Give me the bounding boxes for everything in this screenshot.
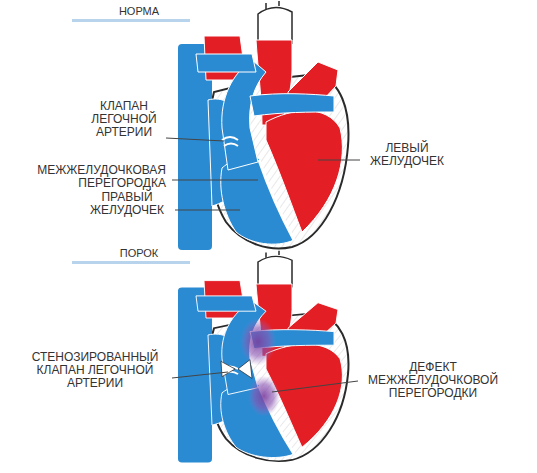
section-heading: НОРМА [119,5,159,18]
section-heading: ПОРОК [120,247,159,260]
leader-lines [166,138,360,392]
part-label: МЕЖЖЕЛУДОЧКОВАЯ ПЕРЕГОРОДКА [37,164,166,190]
leader-line [166,138,224,141]
part-label: СТЕНОЗИРОВАННЫЙ КЛАПАН ЛЕГОЧНОЙ АРТЕРИИ [32,351,159,390]
heading-bar [72,261,190,264]
septal-defect [248,376,280,417]
leader-line [172,180,258,181]
leader-line [272,381,358,392]
normal-heart [178,1,348,250]
part-label: ДЕФЕКТ МЕЖЖЕЛУДОЧКОВОЙ ПЕРЕГОРОДКИ [368,361,498,400]
part-label: ЛЕВЫЙ ЖЕЛУДОЧЕК [370,142,444,168]
part-label: КЛАПАН ЛЕГОЧНОЙ АРТЕРИИ [91,100,156,139]
leader-line [318,160,360,161]
leader-line [172,372,228,378]
stenosis-mark [221,361,235,376]
mixed-blood [240,318,276,366]
defect-heart-base [178,251,348,463]
leader-line [175,210,240,211]
part-label: ПРАВЫЙ ЖЕЛУДОЧЕК [90,191,164,217]
heading-bar [72,19,190,22]
defect-heart [178,251,348,463]
